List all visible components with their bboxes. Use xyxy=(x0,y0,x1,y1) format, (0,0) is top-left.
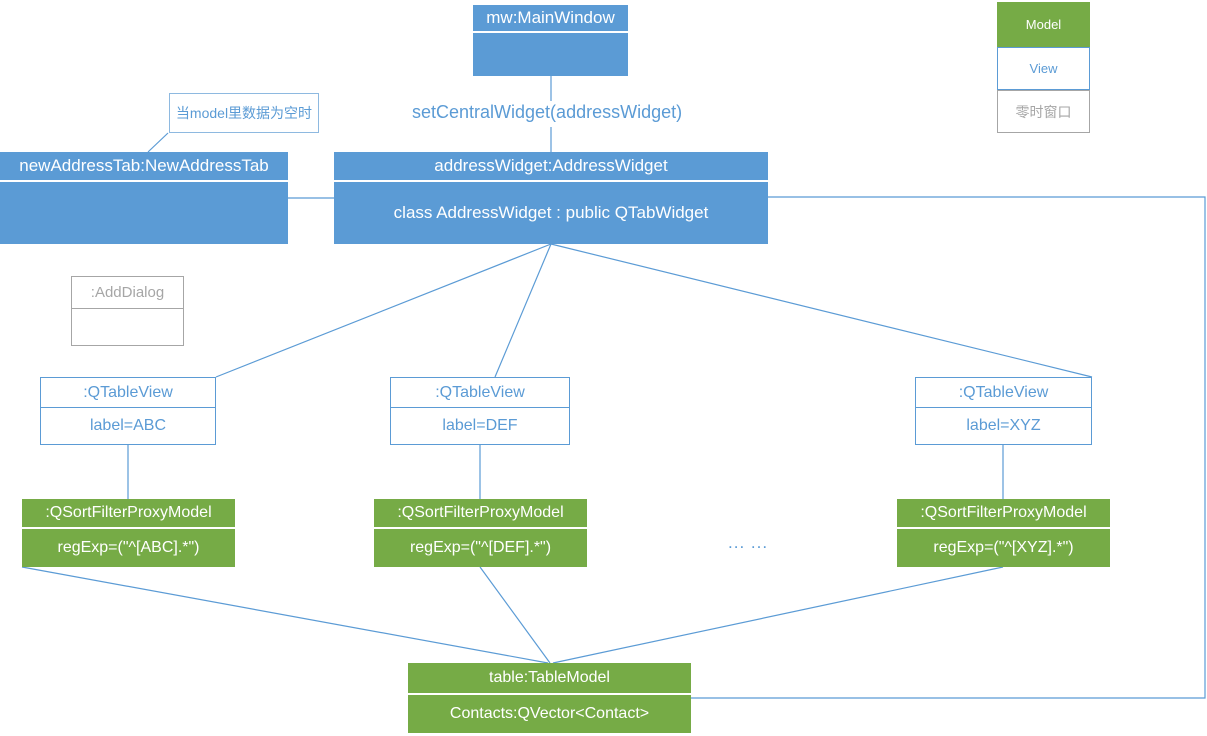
edge-addresswidget-tablemodel-routed xyxy=(691,196,1206,699)
edge-note-newaddresstab xyxy=(147,132,169,153)
node-add-dialog-header: :AddDialog xyxy=(72,277,183,309)
node-proxy-model-def-body-text: regExp=("^[DEF].*") xyxy=(409,539,552,556)
node-new-address-tab[interactable]: newAddressTab:NewAddressTab xyxy=(0,152,288,244)
label-ellipsis-text: ... ... xyxy=(728,533,769,552)
node-table-model-body-text: Contacts:QVector<Contact> xyxy=(449,705,650,722)
note-empty-model-text: 当model里数据为空时 xyxy=(175,105,313,121)
node-table-model-header: table:TableModel xyxy=(408,663,691,695)
node-proxy-model-def-title: :QSortFilterProxyModel xyxy=(397,504,564,521)
node-new-address-tab-header: newAddressTab:NewAddressTab xyxy=(0,152,288,182)
node-table-view-xyz-body: label=XYZ xyxy=(916,408,1091,444)
label-set-central-widget-text: setCentralWidget(addressWidget) xyxy=(412,102,683,122)
node-proxy-model-abc[interactable]: :QSortFilterProxyModel regExp=("^[ABC].*… xyxy=(22,499,235,567)
node-main-window-body xyxy=(473,33,628,76)
legend-label-model: Model xyxy=(1025,17,1062,32)
node-proxy-model-def[interactable]: :QSortFilterProxyModel regExp=("^[DEF].*… xyxy=(374,499,587,567)
node-proxy-model-def-header: :QSortFilterProxyModel xyxy=(374,499,587,529)
node-proxy-model-def-body: regExp=("^[DEF].*") xyxy=(374,529,587,567)
note-empty-model: 当model里数据为空时 xyxy=(169,93,319,133)
node-new-address-tab-title: newAddressTab:NewAddressTab xyxy=(19,156,269,175)
node-address-widget-header: addressWidget:AddressWidget xyxy=(334,152,768,182)
node-table-view-abc-body-text: label=ABC xyxy=(89,417,167,434)
node-table-model-body: Contacts:QVector<Contact> xyxy=(408,695,691,733)
node-proxy-model-xyz-header: :QSortFilterProxyModel xyxy=(897,499,1110,529)
node-table-view-xyz[interactable]: :QTableView label=XYZ xyxy=(915,377,1092,445)
legend-row-model: Model xyxy=(997,2,1090,47)
legend-row-temp: 零时窗口 xyxy=(997,90,1090,133)
node-table-model[interactable]: table:TableModel Contacts:QVector<Contac… xyxy=(408,663,691,733)
node-table-view-def[interactable]: :QTableView label=DEF xyxy=(390,377,570,445)
node-main-window-title: mw:MainWindow xyxy=(486,8,615,27)
edge-addresswidget-tableview-def xyxy=(494,243,552,378)
node-new-address-tab-body xyxy=(0,182,288,244)
node-proxy-model-abc-body: regExp=("^[ABC].*") xyxy=(22,529,235,567)
node-add-dialog-body xyxy=(72,309,183,345)
legend-label-view: View xyxy=(1029,61,1058,76)
label-set-central-widget: setCentralWidget(addressWidget) xyxy=(412,102,682,123)
legend-label-temp: 零时窗口 xyxy=(1015,103,1072,120)
node-proxy-model-abc-title: :QSortFilterProxyModel xyxy=(45,504,212,521)
node-table-model-title: table:TableModel xyxy=(489,669,610,686)
node-proxy-model-xyz-title: :QSortFilterProxyModel xyxy=(920,504,1087,521)
node-main-window-header: mw:MainWindow xyxy=(473,5,628,33)
node-proxy-model-abc-body-text: regExp=("^[ABC].*") xyxy=(57,539,200,556)
node-proxy-model-xyz-body: regExp=("^[XYZ].*") xyxy=(897,529,1110,567)
node-address-widget-body-text: class AddressWidget : public QTabWidget xyxy=(393,203,709,222)
node-main-window[interactable]: mw:MainWindow xyxy=(473,5,628,76)
node-table-view-abc-header: :QTableView xyxy=(41,378,215,408)
edge-proxy-tablemodel-abc xyxy=(21,566,549,664)
node-add-dialog[interactable]: :AddDialog xyxy=(71,276,184,346)
label-ellipsis-more-proxies: ... ... xyxy=(728,533,768,553)
node-table-view-abc-body: label=ABC xyxy=(41,408,215,444)
legend: Model View 零时窗口 xyxy=(997,2,1090,133)
node-add-dialog-title: :AddDialog xyxy=(90,284,165,301)
node-table-view-abc-title: :QTableView xyxy=(83,383,173,401)
legend-row-view: View xyxy=(997,47,1090,90)
node-proxy-model-xyz-body-text: regExp=("^[XYZ].*") xyxy=(933,539,1074,556)
node-address-widget[interactable]: addressWidget:AddressWidget class Addres… xyxy=(334,152,768,244)
edge-addresswidget-tableview-xyz xyxy=(550,243,1093,378)
node-address-widget-body: class AddressWidget : public QTabWidget xyxy=(334,182,768,244)
node-table-view-xyz-body-text: label=XYZ xyxy=(966,417,1041,434)
edge-proxy-tablemodel-xyz xyxy=(552,566,1004,664)
node-table-view-abc[interactable]: :QTableView label=ABC xyxy=(40,377,216,445)
node-table-view-xyz-header: :QTableView xyxy=(916,378,1091,408)
node-proxy-model-xyz[interactable]: :QSortFilterProxyModel regExp=("^[XYZ].*… xyxy=(897,499,1110,567)
node-table-view-def-title: :QTableView xyxy=(435,383,525,401)
node-table-view-def-body-text: label=DEF xyxy=(442,417,518,434)
node-table-view-def-header: :QTableView xyxy=(391,378,569,408)
edge-addresswidget-tableview-abc xyxy=(215,243,552,378)
node-table-view-def-body: label=DEF xyxy=(391,408,569,444)
node-table-view-xyz-title: :QTableView xyxy=(958,383,1049,401)
edge-proxy-tablemodel-def xyxy=(479,566,551,664)
node-proxy-model-abc-header: :QSortFilterProxyModel xyxy=(22,499,235,529)
node-address-widget-title: addressWidget:AddressWidget xyxy=(434,156,668,175)
